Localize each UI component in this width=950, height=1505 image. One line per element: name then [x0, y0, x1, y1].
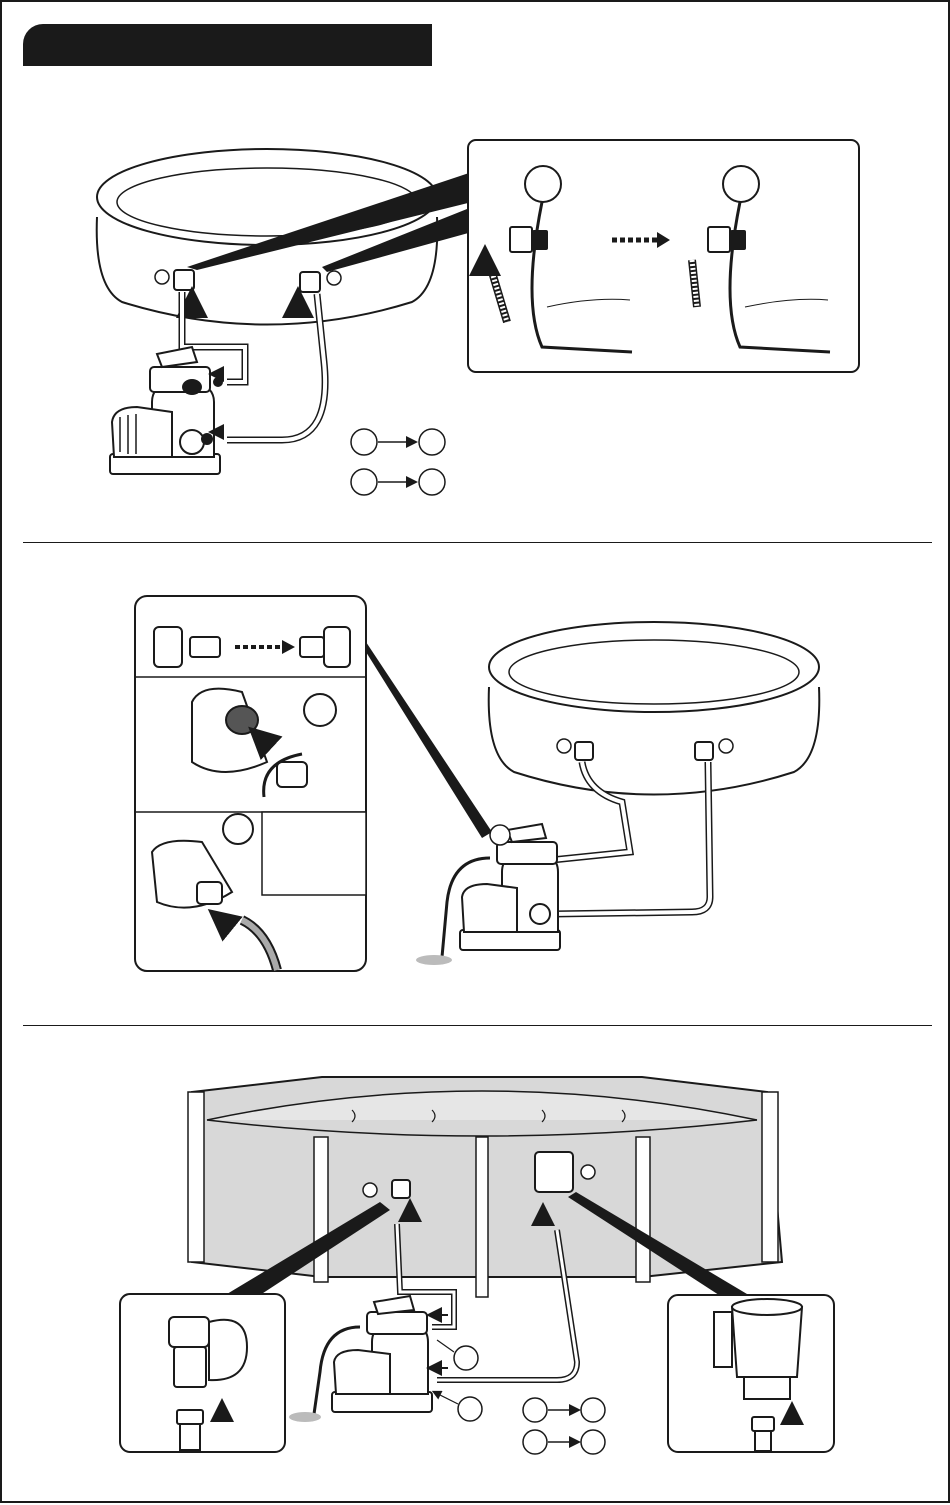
- step-circle-icon: [490, 825, 510, 845]
- step-circle-icon: [581, 1430, 605, 1454]
- zoom-panel-skimmer: [668, 1295, 834, 1452]
- step-circle-icon: [458, 1397, 482, 1421]
- step-circle-icon: [581, 1398, 605, 1422]
- step-circle-icon: [304, 694, 336, 726]
- step-circle-icon: [525, 166, 561, 202]
- step-circle-icon: [155, 270, 169, 284]
- step-circle-icon: [223, 814, 253, 844]
- step-circle-icon: [523, 1398, 547, 1422]
- step-circle-icon: [454, 1346, 478, 1370]
- section-3-illustration: [120, 1077, 834, 1454]
- step-circle-icon: [327, 271, 341, 285]
- section-1-illustration: [97, 140, 859, 495]
- pool-inlet-fitting: [155, 270, 194, 290]
- step-circle-icon: [523, 1430, 547, 1454]
- step-circle-icon: [351, 429, 377, 455]
- sand-filter-pump-2: [460, 824, 560, 950]
- pool-outlet-fitting: [300, 271, 341, 292]
- sand-filter-pump: [110, 347, 223, 474]
- zoom-panel-hose-connection: [468, 140, 859, 372]
- step-circle-icon: [351, 469, 377, 495]
- step-circle-icon: [419, 469, 445, 495]
- step-circle-icon: [419, 429, 445, 455]
- sand-filter-pump-3: [332, 1296, 432, 1412]
- step-circle-icon: [723, 166, 759, 202]
- zoom-panel-inlet-fitting: [120, 1294, 285, 1452]
- section-2-illustration: [135, 596, 819, 971]
